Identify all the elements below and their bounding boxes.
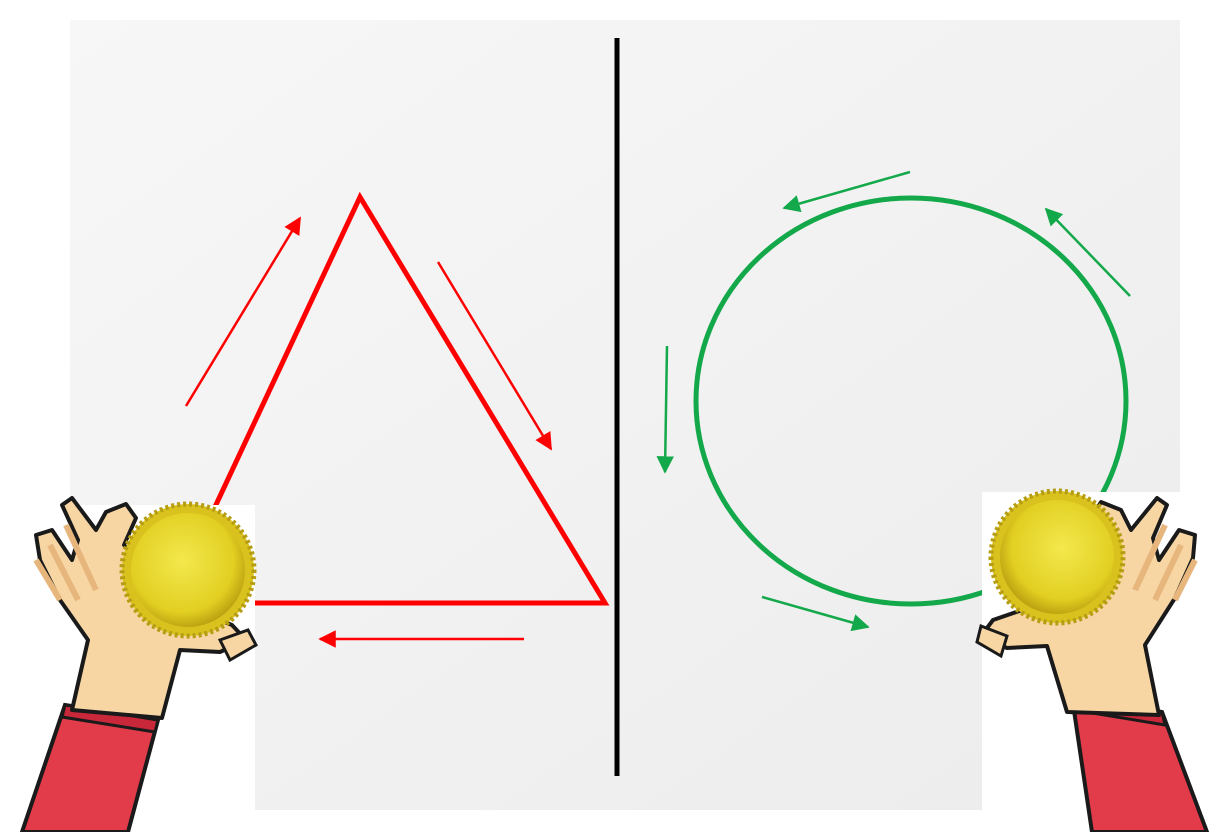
left-hand-holding-cap-icon [0, 498, 256, 832]
right-hand-holding-cap-icon [977, 491, 1217, 832]
